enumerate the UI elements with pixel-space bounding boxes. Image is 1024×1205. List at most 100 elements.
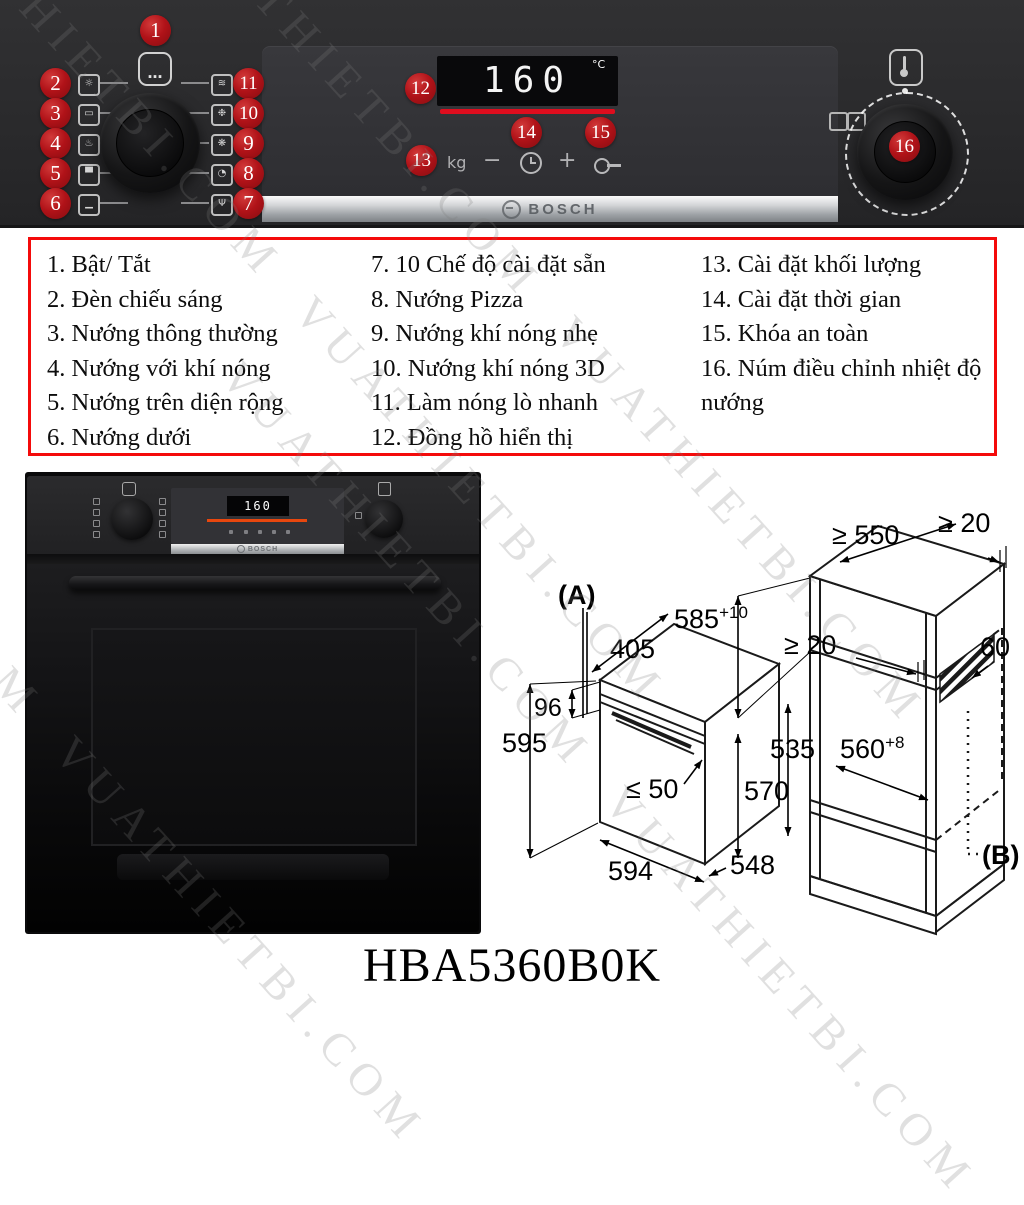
- legend-item: 12. Đồng hồ hiển thị: [371, 423, 574, 451]
- mini-function-icon: [159, 498, 166, 505]
- mini-display-underline: [207, 519, 307, 522]
- mini-function-icon: [93, 498, 100, 505]
- legend-item: 6. Nướng dưới: [47, 423, 192, 451]
- callout-11: 11: [233, 68, 264, 99]
- callout-2: 2: [40, 68, 71, 99]
- mini-function-icon: [93, 520, 100, 527]
- callout-8: 8: [233, 158, 264, 189]
- callout-1: 1: [140, 15, 171, 46]
- mini-control-glyph: [258, 530, 262, 534]
- presets-icon: Ψ: [211, 194, 233, 216]
- callout-9: 9: [233, 128, 264, 159]
- display-underline: [440, 109, 615, 114]
- pizza-icon: ◔: [211, 164, 233, 186]
- legend-item: 8. Nướng Pizza: [371, 285, 524, 313]
- dim-594: 594: [608, 856, 653, 886]
- legend-column-2: 7. 10 Chế độ cài đặt sẵn 8. Nướng Pizza …: [371, 248, 701, 456]
- legend-item: 14. Cài đặt thời gian: [701, 285, 902, 313]
- dim-405: 405: [610, 634, 655, 664]
- dim-vent: 60: [980, 632, 1010, 662]
- tick-line: [181, 112, 209, 114]
- legend-item: 7. 10 Chế độ cài đặt sẵn: [371, 251, 606, 278]
- minus-button: −: [483, 148, 502, 173]
- legend-item: 9. Nướng khí nóng nhẹ: [371, 320, 598, 348]
- model-title: HBA5360B0K: [362, 939, 662, 992]
- legend-item: 16. Núm điều chỉnh nhiệt độ nướng: [701, 354, 982, 417]
- mini-temperature-knob: [365, 500, 403, 538]
- mini-control-glyph: [272, 530, 276, 534]
- mini-brand-strip: BOSCH: [171, 544, 344, 554]
- callout-13: 13: [406, 145, 437, 176]
- dim-50: ≤ 50: [626, 774, 678, 804]
- oven-vent-gap: [27, 554, 479, 564]
- dim-min-gap-mid: ≥ 20: [784, 630, 836, 660]
- callout-4: 4: [40, 128, 71, 159]
- dim-96: 96: [534, 694, 562, 722]
- temperature-display: 160: [437, 56, 618, 106]
- dim-niche-height: 585+10: [674, 603, 748, 634]
- oven-control-panel: 160 BOSCH: [27, 476, 479, 554]
- conventional-heat-icon: ▭: [78, 104, 100, 126]
- power-button-icon: …: [138, 52, 172, 86]
- grill-mini-icon: [829, 112, 848, 131]
- tick-line: [100, 82, 128, 84]
- temperature-unit: °C: [592, 58, 606, 71]
- knob-scale-ring: [845, 92, 969, 216]
- callout-5: 5: [40, 158, 71, 189]
- legend-column-3: 13. Cài đặt khối lượng 14. Cài đặt thời …: [701, 248, 999, 421]
- callout-14: 14: [511, 117, 542, 148]
- hot-air-3d-icon: ❉: [211, 104, 233, 126]
- mini-function-icon: [159, 509, 166, 516]
- dim-595: 595: [502, 728, 547, 758]
- mini-function-icon: [93, 531, 100, 538]
- mini-control-glyph: [229, 530, 233, 534]
- oven-handle: [69, 576, 441, 590]
- legend-item: 11. Làm nóng lò nhanh: [371, 389, 599, 417]
- brand-name: BOSCH: [528, 200, 598, 218]
- legend-item: 1. Bật/ Tắt: [47, 251, 151, 278]
- control-panel-photo: 1 2 3 4 5 6 11 10 9 8 7 12 13 14 15 16 ……: [0, 0, 1024, 228]
- clock-icon: [520, 152, 542, 174]
- legend-item: 3. Nướng thông thường: [47, 320, 278, 348]
- dimension-lines: [526, 523, 1007, 883]
- dim-depth: 560+8: [840, 733, 904, 764]
- dim-min-gap-top: ≥ 20: [938, 508, 990, 538]
- legend-item: 5. Nướng trên diện rộng: [47, 389, 284, 417]
- callout-16: 16: [889, 131, 920, 162]
- bottom-heat-icon: ▁: [78, 194, 100, 216]
- mini-bosch-logo-icon: [236, 545, 245, 553]
- dim-535: 535: [770, 734, 815, 764]
- mini-brand-name: BOSCH: [247, 545, 279, 553]
- dim-570: 570: [744, 776, 789, 806]
- brand-strip: BOSCH: [262, 196, 838, 222]
- callout-3: 3: [40, 98, 71, 129]
- knob-indicator-dot: [902, 88, 908, 94]
- tick-line: [181, 82, 209, 84]
- oven-door-glass: [91, 628, 417, 846]
- callout-15: 15: [585, 117, 616, 148]
- label-b: (B): [982, 840, 1019, 870]
- tick-line: [100, 202, 128, 204]
- legend-item: 10. Nướng khí nóng 3D: [371, 354, 605, 382]
- bosch-logo-icon: [502, 199, 522, 219]
- fast-preheat-icon: ≋: [211, 74, 233, 96]
- plus-button: +: [558, 148, 577, 173]
- legend-item: 13. Cài đặt khối lượng: [701, 251, 922, 278]
- dim-min-width: ≥ 550: [832, 520, 899, 550]
- mini-mode-knob: [111, 498, 153, 540]
- installation-diagram: (A) 405 96 595 ≤ 50 570 594 548 535 ≥ 55…: [502, 508, 1019, 936]
- callout-10: 10: [233, 98, 264, 129]
- mini-function-icon: [159, 520, 166, 527]
- cabinet-isometric-drawing: [807, 524, 1007, 936]
- callout-7: 7: [233, 188, 264, 219]
- mini-display-module: 160: [171, 488, 344, 544]
- oven-door: [27, 564, 479, 932]
- callout-6: 6: [40, 188, 71, 219]
- legend-item: 4. Nướng với khí nóng: [47, 354, 271, 382]
- mini-thermometer-icon: [378, 482, 391, 496]
- legend-item: 2. Đèn chiếu sáng: [47, 285, 223, 313]
- oven-product-photo: 160 BOSCH: [25, 472, 481, 934]
- mini-control-glyph: [286, 530, 290, 534]
- mini-function-icon: [159, 531, 166, 538]
- mini-control-glyph: [244, 530, 248, 534]
